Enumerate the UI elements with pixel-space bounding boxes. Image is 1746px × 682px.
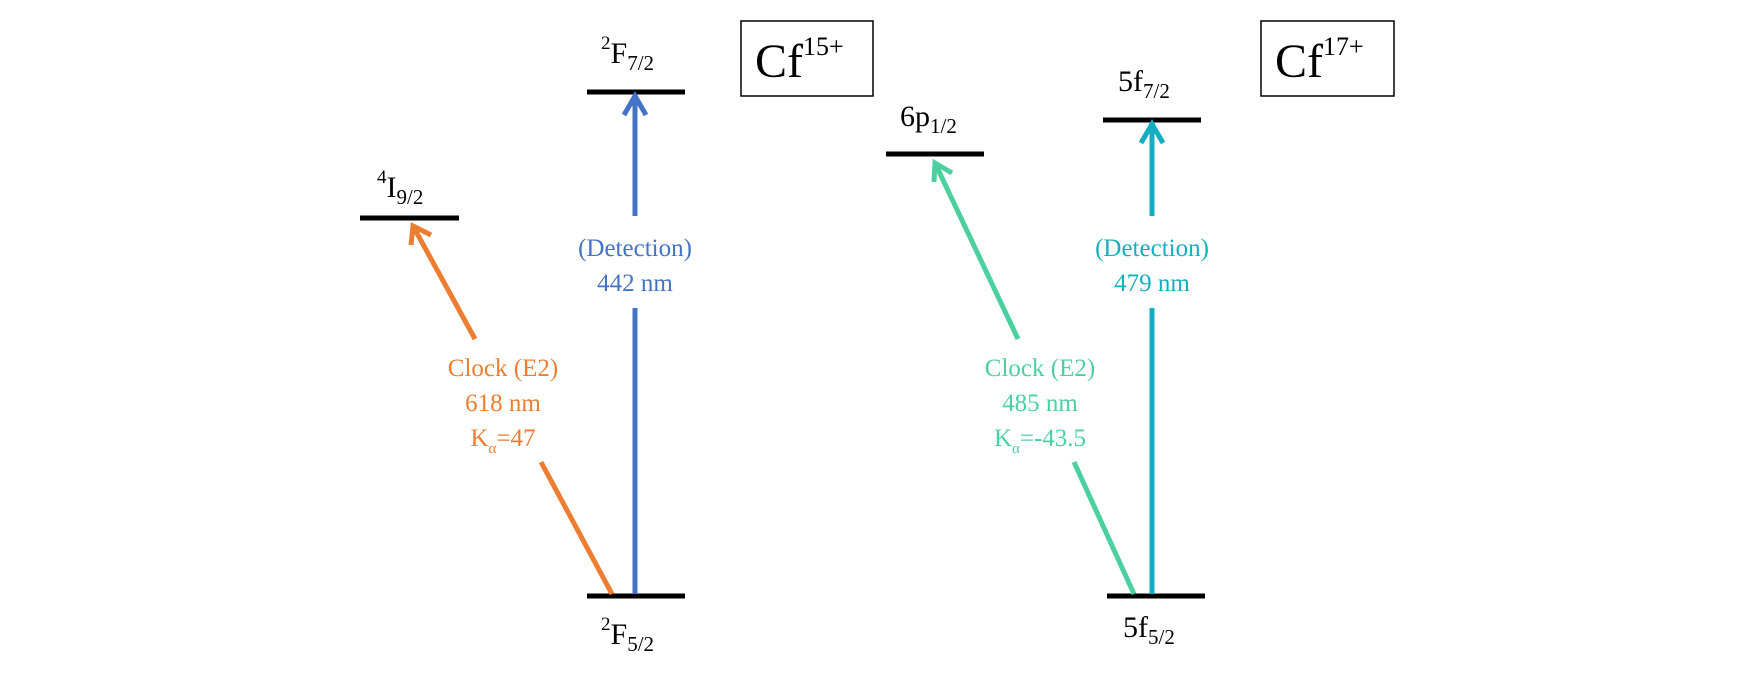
ion-label-box [1260, 20, 1395, 97]
transition-clock-k: Kα=-43.5 [994, 425, 1086, 457]
ion-name: Cf15+ [755, 32, 844, 88]
transition-clock-line2: 618 nm [465, 390, 541, 417]
transition-detection-arrow [1138, 119, 1166, 594]
level-label-clock: 6p1/2 [900, 100, 957, 138]
transition-detection-line1: (Detection) [578, 235, 692, 262]
panel-cf17: Cf17+ 6p1/2 5f7/2 5f5/2 Clock (E2) 485 n… [886, 20, 1395, 649]
transition-clock-line1: Clock (E2) [448, 355, 558, 382]
transition-clock-arrow [931, 158, 1137, 596]
ion-label-box [740, 20, 874, 97]
ion-label-cf15: Cf15+ [740, 20, 874, 97]
level-label-ground: 2F5/2 [601, 614, 654, 656]
transition-clock-arrow [408, 222, 615, 596]
transition-clock-line1: Clock (E2) [985, 355, 1095, 382]
level-label-detection: 5f7/2 [1118, 65, 1170, 103]
level-label-ground: 5f5/2 [1123, 611, 1175, 649]
transition-detection-line1: (Detection) [1095, 235, 1209, 262]
transition-detection-line2: 442 nm [597, 270, 673, 297]
transition-detection-line2: 479 nm [1114, 270, 1190, 297]
transition-clock-line2: 485 nm [1002, 390, 1078, 417]
level-label-detection: 2F7/2 [601, 33, 654, 75]
level-label-clock: 4I9/2 [377, 167, 423, 209]
ion-name: Cf17+ [1275, 32, 1364, 88]
panel-cf15: Cf15+ 4I9/2 2F7/2 2F5/2 Clock (E2) 618 n… [360, 20, 874, 656]
ion-label-cf17: Cf17+ [1260, 20, 1395, 97]
transition-clock-k: Kα=47 [470, 425, 535, 457]
transition-detection-arrow [621, 91, 649, 594]
